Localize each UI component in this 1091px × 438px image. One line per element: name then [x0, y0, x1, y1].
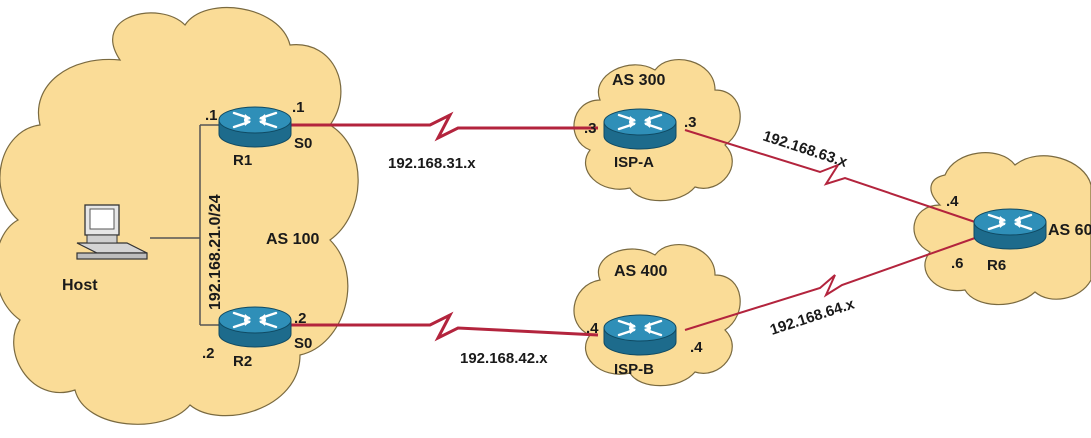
as400-label: AS 400: [614, 263, 667, 280]
cloud-as100: [0, 6, 359, 425]
serial-link-r1-ispa: [290, 111, 598, 142]
computer-icon: [76, 204, 148, 260]
as600-label: AS 600: [1048, 222, 1091, 239]
router-r6: [972, 207, 1048, 251]
r6-top-ip: .4: [946, 193, 959, 210]
r2-name: R2: [233, 353, 252, 370]
isp-a-name: ISP-A: [614, 154, 654, 171]
router-r2: [217, 305, 293, 349]
r1-lan-ip: .1: [205, 107, 218, 124]
as300-label: AS 300: [612, 72, 665, 89]
router-r1: [217, 105, 293, 149]
r1-serial-if: S0: [294, 135, 312, 152]
lan-segment: [150, 124, 222, 326]
isp-a-right-ip: .3: [684, 114, 697, 131]
subnet-r2-ispb: 192.168.42.x: [460, 350, 548, 367]
r6-bottom-ip: .6: [951, 255, 964, 272]
serial-link-ispa-r6: [684, 129, 976, 223]
r2-serial-ip: .2: [294, 310, 307, 327]
subnet-ispa-r6: 192.168.63.x: [761, 128, 850, 171]
router-isp-a: [602, 107, 678, 151]
serial-link-ispb-r6: [684, 237, 976, 331]
r2-lan-ip: .2: [202, 345, 215, 362]
serial-link-r2-ispb: [290, 311, 599, 342]
r1-name: R1: [233, 152, 252, 169]
isp-a-left-ip: .3: [584, 120, 597, 137]
subnet-ispb-r6: 192.168.64.x: [768, 295, 857, 338]
host-label: Host: [62, 277, 98, 294]
r2-serial-if: S0: [294, 335, 312, 352]
r1-serial-ip: .1: [292, 99, 305, 116]
subnet-lan: 192.168.21.0/24: [207, 194, 224, 310]
router-isp-b: [602, 313, 678, 357]
isp-b-right-ip: .4: [690, 339, 703, 356]
isp-b-left-ip: .4: [586, 320, 599, 337]
isp-b-name: ISP-B: [614, 361, 654, 378]
subnet-r1-ispa: 192.168.31.x: [388, 155, 476, 172]
r6-name: R6: [987, 257, 1006, 274]
as100-label: AS 100: [266, 231, 319, 248]
